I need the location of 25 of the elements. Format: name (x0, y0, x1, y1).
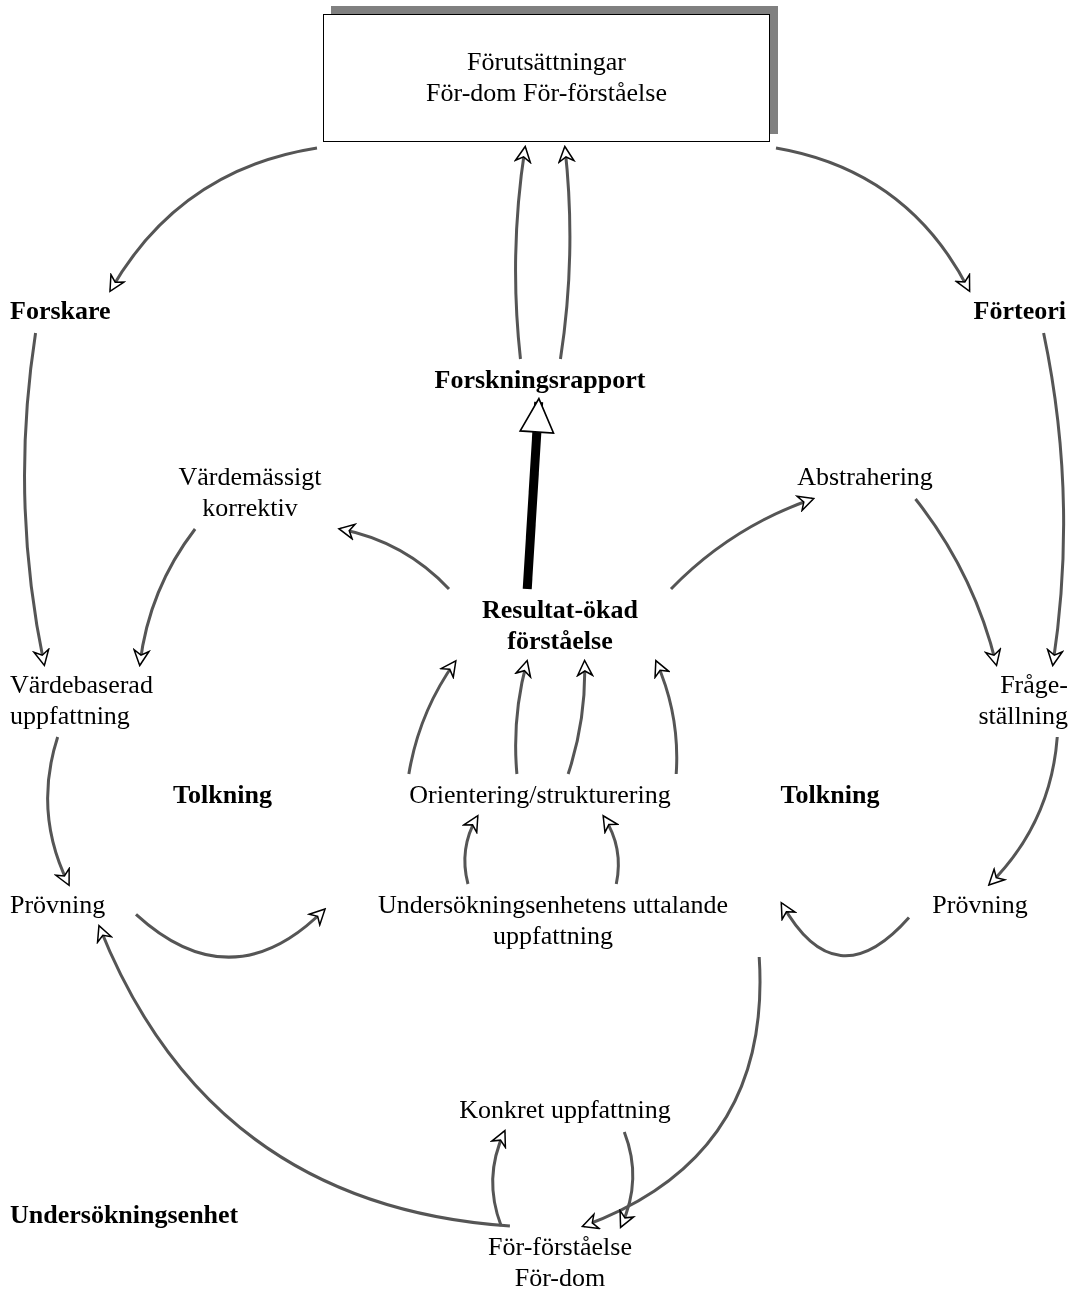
curved-arrow (780, 901, 911, 957)
curved-arrow (338, 523, 451, 591)
curved-arrow (97, 924, 511, 1228)
curved-arrow (514, 659, 532, 775)
curved-arrow (618, 1131, 635, 1229)
curved-arrow (558, 145, 575, 360)
curved-arrow (669, 495, 815, 591)
curved-arrow (566, 659, 594, 775)
curved-arrow (602, 814, 620, 885)
curved-arrow (23, 332, 50, 667)
curved-arrow (491, 1129, 507, 1227)
curved-arrow (654, 659, 679, 775)
curved-arrow (1042, 332, 1066, 667)
curved-arrow (988, 736, 1059, 886)
curved-arrow (133, 528, 197, 667)
curved-arrow (407, 660, 457, 775)
curved-arrow (109, 146, 318, 293)
curved-arrow (135, 908, 326, 959)
curved-arrow (914, 498, 1001, 667)
curved-arrow (775, 146, 971, 293)
curved-arrow (581, 956, 762, 1229)
curved-arrow (463, 814, 479, 885)
block-arrow (519, 397, 555, 590)
curved-arrow (46, 736, 71, 887)
curved-arrow (514, 145, 532, 360)
